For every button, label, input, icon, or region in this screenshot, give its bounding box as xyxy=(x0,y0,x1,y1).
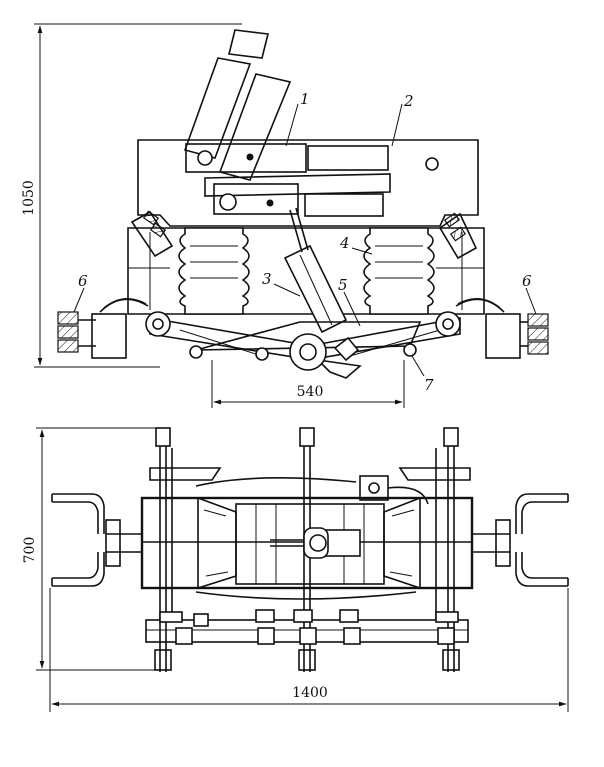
callout-5: 5 xyxy=(338,276,348,294)
plan-frame xyxy=(140,496,474,590)
upper-side-clamps xyxy=(130,210,478,260)
plan-view: 700 1400 xyxy=(22,427,569,712)
pivots xyxy=(145,311,461,371)
plan-tong-left xyxy=(51,493,105,587)
plan-tong-right xyxy=(515,493,569,587)
callout-leaders xyxy=(73,103,537,377)
callout-6-right: 6 xyxy=(522,272,532,290)
span-dimension: 540 xyxy=(211,360,405,408)
air-bags-4 xyxy=(178,227,435,315)
plan-top-rails xyxy=(149,467,471,505)
callout-2: 2 xyxy=(403,92,414,110)
callout-labels: 1 2 3 4 5 6 6 7 xyxy=(78,90,532,394)
plan-cylinder xyxy=(270,527,361,559)
plan-height-dimension: 700 xyxy=(22,427,160,671)
callout-4: 4 xyxy=(339,234,350,252)
cylinder-3 xyxy=(283,207,348,334)
plan-side-arms xyxy=(105,519,511,567)
plan-length-dimension-label: 1400 xyxy=(292,685,328,701)
callout-3: 3 xyxy=(262,270,272,288)
plan-length-dimension: 1400 xyxy=(49,588,569,712)
span-dimension-label: 540 xyxy=(297,384,324,400)
plan-base-plate xyxy=(145,591,469,645)
side-tongs-6 xyxy=(57,298,549,359)
callout-7: 7 xyxy=(424,376,434,394)
callout-1: 1 xyxy=(300,90,310,108)
height-dimension-label: 1050 xyxy=(21,180,37,216)
height-dimension: 1050 xyxy=(21,23,242,368)
lower-frame xyxy=(127,227,485,315)
plan-height-dimension-label: 700 xyxy=(22,537,38,564)
side-elevation: 1050 xyxy=(21,23,549,408)
callout-6-left: 6 xyxy=(78,272,88,290)
upper-blade-2 xyxy=(137,139,479,227)
